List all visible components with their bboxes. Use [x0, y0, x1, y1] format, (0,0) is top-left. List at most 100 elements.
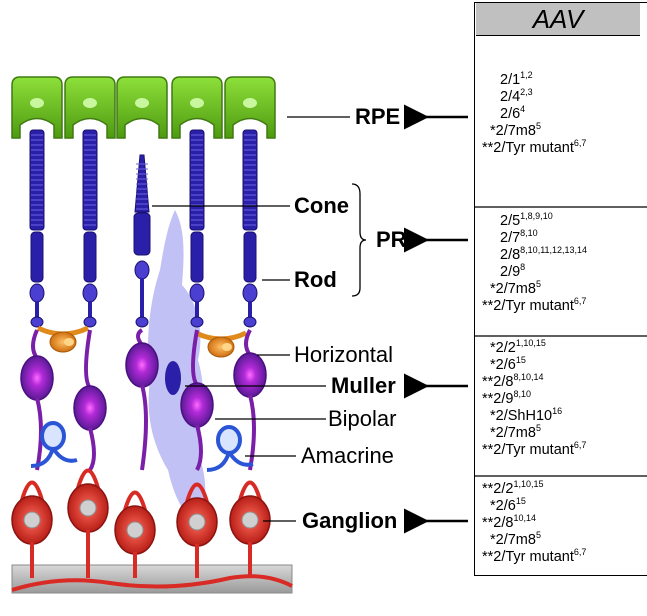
aav-references: 6,7 — [573, 296, 587, 306]
aav-row: 2/78,10 — [482, 229, 587, 247]
aav-serotype: *2/6 — [490, 357, 516, 373]
ganglion-cell — [11, 480, 53, 578]
aav-serotype: 2/5 — [500, 213, 521, 229]
aav-serotype: *2/6 — [490, 498, 516, 514]
aav-references: 5 — [535, 530, 541, 540]
aav-serotype: *2/7m8 — [490, 281, 536, 297]
aav-references: 6,7 — [573, 138, 587, 148]
aav-row: *2/7m85 — [482, 279, 587, 298]
amacrine-process — [30, 447, 55, 468]
amacrine-process — [206, 451, 231, 472]
bipolar-dendrite — [84, 329, 92, 390]
aav-row: **2/Tyr mutant6,7 — [482, 440, 587, 459]
aav-references: 5 — [535, 121, 541, 131]
ganglion-nucleus — [241, 511, 259, 529]
bipolar-axon — [195, 424, 203, 471]
aav-serotype: **2/2 — [482, 481, 514, 497]
bipolar-cells — [20, 328, 267, 472]
rod-inner-segment — [83, 231, 97, 283]
pr-nucleus — [134, 260, 150, 280]
bipolar-cell — [125, 328, 159, 471]
label-amacrine: Amacrine — [301, 443, 394, 468]
label-horizontal: Horizontal — [294, 342, 394, 367]
aav-references: 10,14 — [513, 513, 536, 523]
aav-row: *2/7m85 — [482, 424, 586, 442]
aav-row: **2/Tyr mutant6,7 — [482, 296, 587, 315]
rpe-nucleus — [190, 98, 204, 108]
aav-row: **2/Tyr mutant6,7 — [482, 138, 587, 157]
aav-group-ganglion: **2/21,10,15*2/615**2/810,14*2/7m85**2/T… — [482, 480, 586, 566]
rpe-nucleus — [243, 98, 257, 108]
aav-serotype: **2/Tyr mutant — [482, 549, 574, 565]
rpe-cell — [64, 76, 116, 139]
aav-serotype: *2/7m8 — [490, 532, 536, 548]
rod-cell — [29, 129, 45, 328]
ganglion-nucleus — [23, 511, 41, 529]
aav-references: 6,7 — [573, 440, 587, 450]
ganglion-dendrite — [20, 480, 44, 501]
horizontal-body — [207, 336, 235, 358]
aav-header: AAV — [476, 3, 640, 36]
pr-terminal — [243, 316, 257, 328]
aav-row: **2/21,10,15 — [482, 480, 586, 498]
table-dividers — [474, 206, 647, 477]
label-ganglion: Ganglion — [302, 508, 398, 533]
cone-cell — [133, 154, 151, 328]
ganglion-cell — [229, 480, 271, 578]
rod-inner-segment — [30, 231, 44, 283]
bipolar-axon — [88, 427, 96, 472]
aav-references: 8,10,11,12,13,14 — [520, 245, 588, 255]
rpe-nucleus — [135, 98, 149, 108]
aav-serotype: *2/ShH10 — [490, 408, 553, 424]
aav-serotype: *2/2 — [490, 340, 516, 356]
bipolar-body — [20, 355, 54, 401]
bipolar-cell — [180, 329, 214, 471]
aav-row: 2/88,10,11,12,13,14 — [482, 245, 588, 264]
bipolar-body — [233, 352, 267, 398]
table-arrows — [404, 104, 468, 534]
ganglion-cells — [11, 468, 293, 592]
aav-row: 2/11,2 — [482, 71, 586, 89]
ganglion-cell — [67, 468, 109, 578]
bipolar-body — [180, 382, 214, 428]
aav-serotype: *2/7m8 — [490, 123, 536, 139]
horizontal-cell — [194, 330, 248, 358]
pr-terminal — [83, 316, 97, 328]
pr-nucleus — [242, 283, 258, 303]
aav-row: *2/7m85 — [482, 121, 586, 140]
pr-terminal — [190, 316, 204, 328]
aav-serotype: **2/Tyr mutant — [482, 442, 574, 458]
aav-references: 16 — [552, 406, 563, 416]
amacrine-cell — [30, 421, 78, 468]
aav-serotype: 2/1 — [500, 72, 521, 88]
amacrine-process — [227, 450, 254, 467]
aav-references: 1,10,15 — [515, 338, 546, 348]
optic-fiber-layer — [11, 574, 293, 592]
horizontal-cells — [36, 325, 248, 358]
aav-row: 2/42,3 — [482, 88, 586, 106]
aav-row: *2/ShH1016 — [482, 406, 586, 425]
cone-inner-segment — [133, 212, 151, 256]
pr-nucleus — [29, 283, 45, 303]
ganglion-nucleus — [188, 513, 206, 531]
aav-references: 8,10 — [513, 389, 531, 399]
ganglion-dendrite — [76, 468, 100, 489]
pr-nucleus — [82, 283, 98, 303]
aav-serotype: 2/7 — [500, 230, 521, 246]
aav-serotype: **2/9 — [482, 391, 514, 407]
aav-serotype: 2/9 — [500, 264, 521, 280]
aav-references: 5 — [535, 279, 541, 289]
ganglion-nucleus — [126, 521, 144, 539]
label-cone: Cone — [294, 193, 349, 218]
amacrine-process — [51, 446, 78, 463]
bipolar-dendrite — [31, 329, 39, 360]
aav-serotype: 2/4 — [500, 89, 521, 105]
aav-row: 2/98 — [482, 263, 587, 281]
rpe-cell — [171, 76, 223, 139]
horizontal-body — [49, 331, 77, 353]
aav-references: 8,10,14 — [513, 372, 544, 382]
rod-cell — [242, 129, 258, 328]
horizontal-cell — [36, 325, 90, 353]
horizontal-nucleus — [64, 338, 74, 346]
